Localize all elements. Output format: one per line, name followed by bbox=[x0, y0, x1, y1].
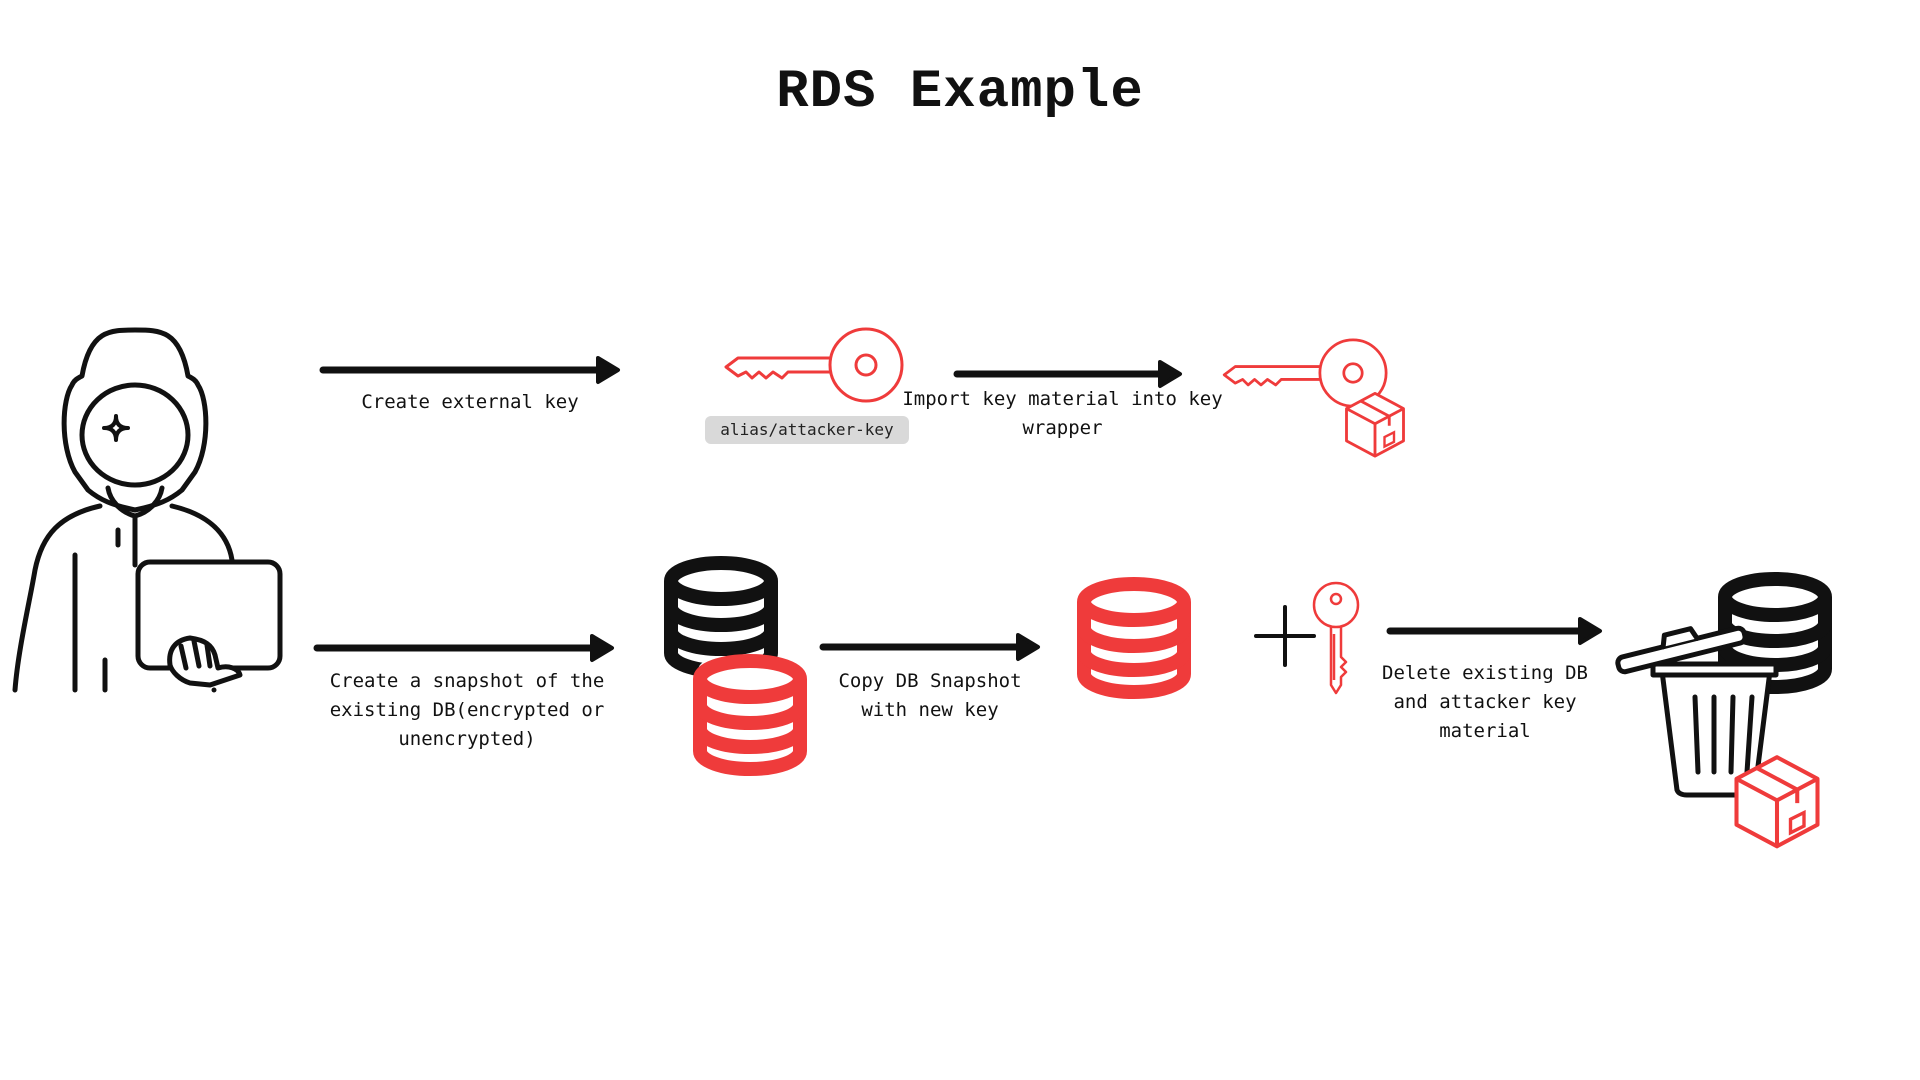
arrow-delete-db bbox=[1386, 617, 1602, 645]
step-label-delete-db: Delete existing DB and attacker key mate… bbox=[1382, 662, 1588, 742]
arrow-create-key bbox=[319, 356, 620, 384]
diagram-title: RDS Example bbox=[776, 62, 1144, 123]
arrow-import-material bbox=[953, 360, 1182, 388]
snapshot-db-icon bbox=[698, 661, 802, 769]
laptop-icon bbox=[135, 559, 283, 693]
step-label-create-snapshot: Create a snapshot of the existing DB(enc… bbox=[329, 670, 605, 750]
package-box-icon bbox=[1345, 391, 1405, 458]
key-alias-badge: alias/attacker-key bbox=[705, 416, 909, 444]
trash-can-icon bbox=[1615, 625, 1779, 798]
arrow-copy-snapshot bbox=[819, 633, 1040, 661]
deleted-key-material-icon bbox=[1737, 757, 1818, 846]
copied-db-icon bbox=[1082, 584, 1186, 692]
plus-icon bbox=[1254, 605, 1316, 667]
wrapped-key-icon bbox=[1222, 338, 1388, 408]
new-key-icon bbox=[1312, 581, 1360, 695]
step-label-create-key: Create external key bbox=[361, 391, 579, 413]
step-label-copy-snapshot: Copy DB Snapshot with new key bbox=[838, 670, 1022, 721]
arrow-create-snapshot bbox=[313, 634, 614, 662]
step-label-import-material: Import key material into key wrapper bbox=[902, 388, 1223, 439]
hooded-attacker-icon bbox=[12, 327, 235, 693]
external-key-icon bbox=[724, 327, 904, 403]
